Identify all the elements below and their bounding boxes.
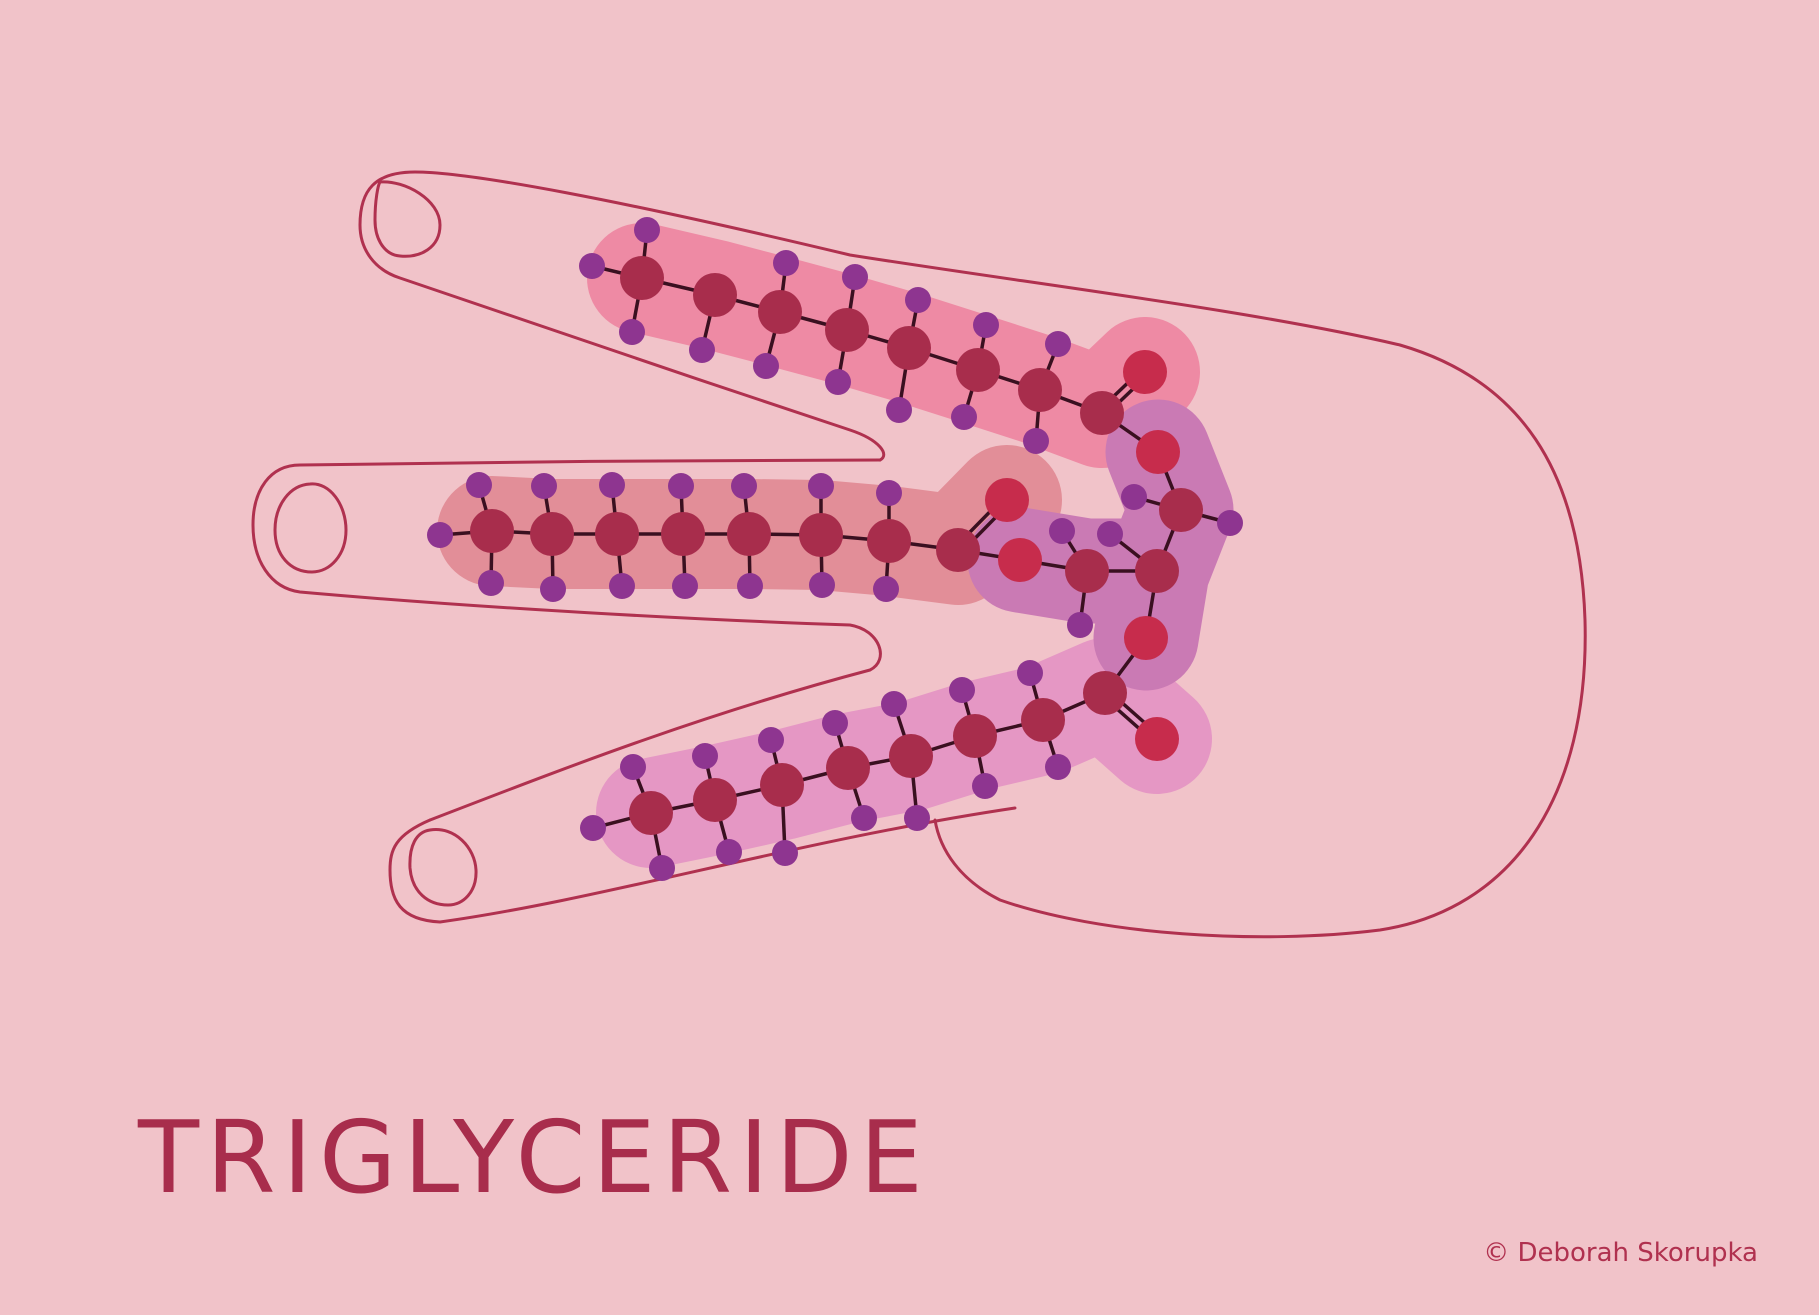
hydrogen-atom — [580, 815, 606, 841]
fingernail-lower — [408, 828, 478, 907]
copyright-credit: © Deborah Skorupka — [1483, 1238, 1758, 1268]
carbon-atom — [470, 509, 514, 553]
hydrogen-atom — [753, 353, 779, 379]
hydrogen-atom — [1045, 754, 1071, 780]
carbon-atom — [953, 714, 997, 758]
carbon-atom — [936, 528, 980, 572]
oxygen-atom — [985, 478, 1029, 522]
hydrogen-atom — [716, 839, 742, 865]
carbon-atom — [629, 791, 673, 835]
hydrogen-atom — [1067, 612, 1093, 638]
hydrogen-atom — [904, 805, 930, 831]
hydrogen-atom — [1217, 510, 1243, 536]
hydrogen-atom — [825, 369, 851, 395]
carbon-atom — [595, 512, 639, 556]
hand-upper-contour — [413, 170, 1587, 939]
hydrogen-atom — [905, 287, 931, 313]
middle-finger — [251, 458, 882, 822]
hydrogen-atom — [842, 264, 868, 290]
hydrogen-atom — [1017, 660, 1043, 686]
hydrogen-atom — [972, 773, 998, 799]
carbon-atom — [530, 512, 574, 556]
carbon-atom — [727, 512, 771, 556]
carbon-atom — [693, 778, 737, 822]
carbon-atom — [1159, 488, 1203, 532]
hydrogen-atom — [758, 727, 784, 753]
carbon-atom — [887, 326, 931, 370]
carbon-atom — [1080, 391, 1124, 435]
hydrogen-atom — [609, 573, 635, 599]
hydrogen-atom — [668, 473, 694, 499]
hydrogen-atom — [737, 573, 763, 599]
hydrogen-atom — [809, 572, 835, 598]
hydrogen-atom — [599, 472, 625, 498]
carbon-atom — [889, 734, 933, 778]
hydrogen-atom — [808, 473, 834, 499]
carbon-atom — [867, 519, 911, 563]
hydrogen-atom — [822, 710, 848, 736]
hydrogen-atom — [973, 312, 999, 338]
diagram-title: TRIGLYCERIDE — [138, 1099, 930, 1216]
oxygen-atom — [1136, 430, 1180, 474]
oxygen-atom — [1123, 350, 1167, 394]
hydrogen-atom — [427, 522, 453, 548]
carbon-atom — [1018, 368, 1062, 412]
hydrogen-atom — [672, 573, 698, 599]
carbon-atom — [799, 513, 843, 557]
carbon-atom — [1021, 698, 1065, 742]
oxygen-atom — [1135, 717, 1179, 761]
hand-outline — [251, 170, 1587, 939]
hydrogen-atom — [540, 576, 566, 602]
carbon-atom — [956, 348, 1000, 392]
hydrogen-atom — [619, 319, 645, 345]
carbon-atom — [760, 763, 804, 807]
hydrogen-atom — [949, 677, 975, 703]
carbon-atom — [1083, 671, 1127, 715]
hydrogen-atom — [773, 250, 799, 276]
carbon-atom — [1135, 549, 1179, 593]
hydrogen-atom — [478, 570, 504, 596]
hydrogen-atom — [731, 473, 757, 499]
carbon-atom — [758, 290, 802, 334]
hydrogen-atom — [851, 805, 877, 831]
hydrogen-atom — [1023, 428, 1049, 454]
hydrogen-atom — [886, 397, 912, 423]
hydrogen-atom — [649, 855, 675, 881]
hydrogen-atom — [772, 840, 798, 866]
carbon-atom — [1065, 549, 1109, 593]
index-finger-lower — [358, 170, 886, 462]
hydrogen-atom — [620, 754, 646, 780]
carbon-atom — [826, 746, 870, 790]
carbon-atom — [693, 273, 737, 317]
hydrogen-atom — [689, 337, 715, 363]
hydrogen-atom — [1121, 484, 1147, 510]
hydrogen-atom — [692, 743, 718, 769]
molecule-atoms — [427, 217, 1243, 881]
hydrogen-atom — [881, 691, 907, 717]
fingernail-middle — [273, 482, 348, 574]
hydrogen-atom — [531, 473, 557, 499]
hydrogen-atom — [951, 404, 977, 430]
carbon-atom — [620, 256, 664, 300]
hydrogen-atom — [1097, 521, 1123, 547]
carbon-atom — [661, 512, 705, 556]
hydrogen-atom — [579, 253, 605, 279]
lower-finger — [388, 806, 1017, 924]
carbon-atom — [825, 308, 869, 352]
hydrogen-atom — [466, 472, 492, 498]
fingernail-upper — [373, 180, 442, 258]
oxygen-atom — [998, 538, 1042, 582]
hydrogen-atom — [1049, 518, 1075, 544]
hydrogen-atom — [634, 217, 660, 243]
hydrogen-atom — [1045, 331, 1071, 357]
oxygen-atom — [1124, 616, 1168, 660]
hydrogen-atom — [876, 480, 902, 506]
hydrogen-atom — [873, 576, 899, 602]
